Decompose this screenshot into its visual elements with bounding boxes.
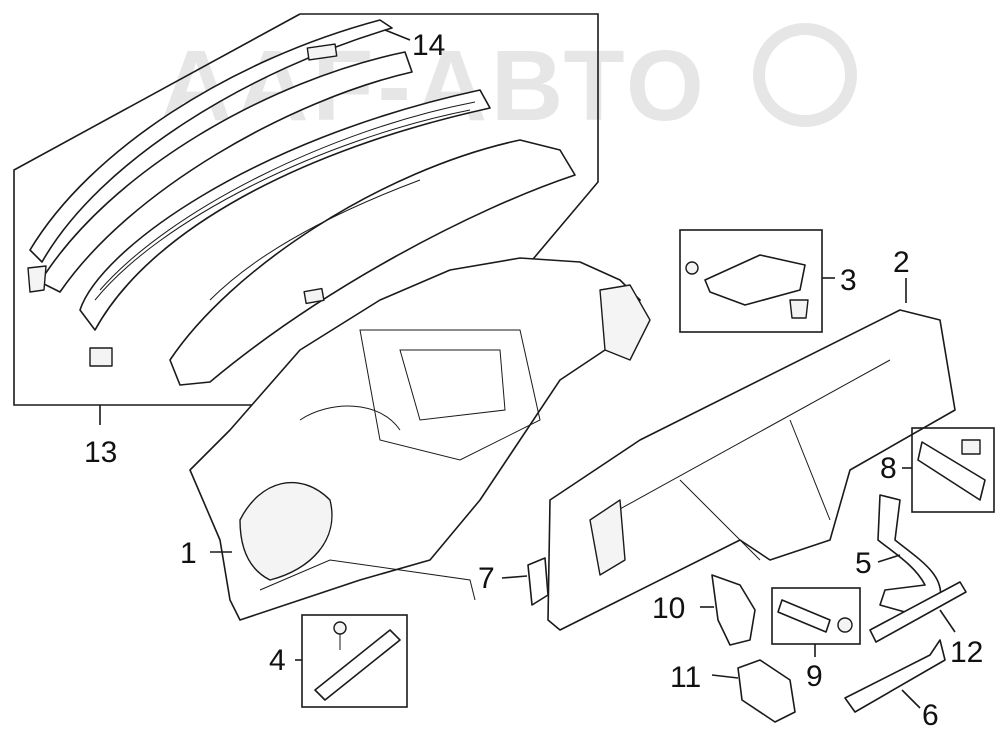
part-11-bracket[interactable] [737,659,796,723]
part-8-bracket-box[interactable] [911,427,995,513]
callout-10: 10 [652,592,685,625]
callout-11: 11 [670,661,701,694]
callout-2: 2 [893,246,910,279]
part-14-trim-strip[interactable] [27,19,413,293]
part-13-dash-cover[interactable] [79,89,576,386]
part-6-bracket[interactable] [844,639,946,713]
part-12-brace[interactable] [869,581,967,643]
part-1-instrument-panel[interactable] [189,257,651,621]
part-13-clip [89,347,113,367]
callout-5: 5 [855,547,872,580]
part-3-bracket-box[interactable] [679,229,823,333]
watermark-ring [753,23,857,127]
callout-12: 12 [950,636,983,669]
part-10-bracket[interactable] [711,574,756,646]
callout-1: 1 [180,537,197,570]
callout-3: 3 [840,264,857,297]
callout-14: 14 [412,29,445,62]
callout-8: 8 [880,452,897,485]
part-2-cross-car-beam[interactable] [547,309,956,631]
callout-4: 4 [269,644,286,677]
part-4-bracket-box[interactable] [301,614,408,708]
callout-labels: 1 2 3 4 5 6 7 8 9 10 11 12 13 14 [84,29,983,732]
part-9-bracket-box[interactable] [771,587,861,645]
leader-lines [99,29,956,709]
callout-13: 13 [84,436,117,469]
part-7-bracket[interactable] [527,557,549,606]
callout-7: 7 [478,562,495,595]
callout-6: 6 [922,699,939,732]
callout-9: 9 [806,660,823,693]
